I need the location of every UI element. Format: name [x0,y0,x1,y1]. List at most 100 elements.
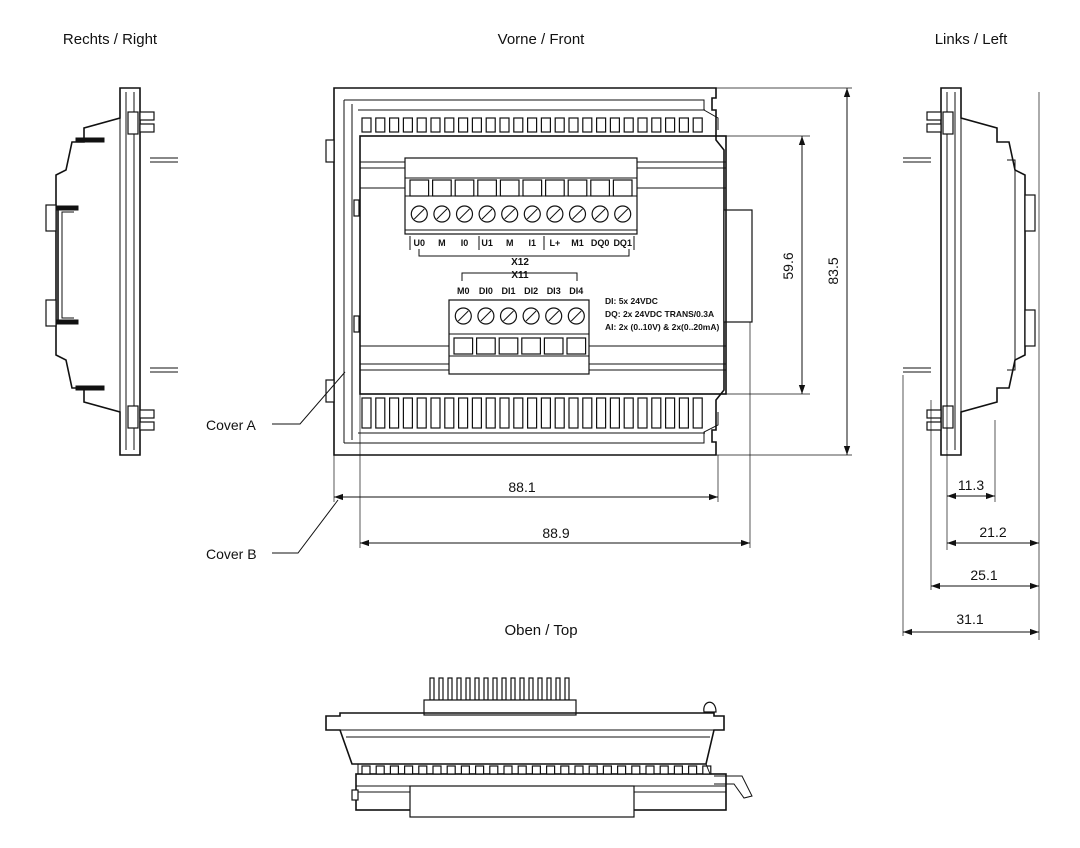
connector-x11-label: X11 [511,270,529,281]
terminal-label: M [438,238,446,248]
vent-slot-top [651,117,662,133]
terminal-clamp [566,337,587,355]
view-title-front: Vorne / Front [498,31,586,48]
vent-slot-bottom [568,397,579,429]
vent-slot [588,765,598,775]
screw-slot [436,208,448,220]
vent-slot [673,765,684,775]
front-view-dimensions: 83.5 59.6 88.1 88.9 [333,87,852,548]
terminal-pin [474,677,480,701]
terminal-pin [546,677,552,701]
terminal-clamp [567,179,588,197]
terminal-pin [564,677,570,701]
terminal-clamp [522,179,543,197]
dim-width-outer: 88.1 [508,479,535,495]
vent-slot [517,765,527,775]
vent-slot [418,765,428,775]
terminal-clamp [477,179,497,197]
vent-slot-bottom [664,397,676,429]
vent-slot-bottom [513,397,524,429]
terminal-clamp [544,179,565,197]
screw-slot [457,310,469,322]
view-title-right: Rechts / Right [63,31,158,48]
vent-slot-bottom [609,397,621,429]
top-view [325,677,753,818]
screw-slot [503,310,514,322]
vent-slot [375,765,385,775]
vent-slot [531,765,542,775]
vent-slot-bottom [692,397,703,429]
vent-slot-bottom [485,397,496,429]
terminal-clamp [521,337,541,355]
screw-slot [572,208,583,220]
terminal-pin [465,677,471,701]
vent-slot [602,765,613,775]
vent-slot-top [664,117,676,133]
vent-slot [574,765,584,775]
screw-slot [504,208,516,220]
vent-slot [560,765,570,775]
terminal-label: U1 [481,238,493,248]
vent-slot [545,765,556,775]
dim-height-outer: 83.5 [825,257,841,284]
terminal-label: M0 [457,286,470,296]
vent-slot-top [678,117,690,133]
vent-slot-top [485,117,496,133]
vent-slot-top [568,117,579,133]
screw-slot [413,208,425,220]
screw-slot [617,208,629,220]
vent-slot [389,765,399,775]
vent-slot [446,765,456,775]
terminal-clamp [453,337,474,355]
vent-slot [645,765,655,775]
terminal-pin [555,677,561,701]
vent-slot [404,765,414,775]
vent-slot [687,765,698,775]
connector-x12-label: X12 [511,257,529,268]
vent-slot-bottom [678,397,690,429]
vent-slot-bottom [375,397,386,429]
vent-slot-top [582,117,593,133]
vent-slot-top [430,117,441,133]
vent-slot-bottom [651,397,662,429]
terminal-label: U0 [414,238,426,248]
vent-slot-bottom [444,397,455,429]
terminal-label: DI3 [547,286,561,296]
vent-slot-bottom [389,397,400,429]
terminal-pin [537,677,543,701]
vent-slot-bottom [582,397,593,429]
vent-slot [659,765,669,775]
screw-slot [570,310,582,322]
vent-slot [503,765,513,775]
terminal-label: DI2 [524,286,538,296]
terminal-label: I0 [461,238,469,248]
vent-slot-bottom [526,397,538,429]
terminal-label: DI4 [569,286,583,296]
callout-cover-a: Cover A [206,417,256,433]
vent-slot-bottom [595,397,607,429]
terminal-label: L+ [550,238,561,248]
terminal-pin [501,677,507,701]
vent-slot [489,765,499,775]
terminal-pin [483,677,489,701]
vent-slot-bottom [361,397,372,429]
vent-slot [475,765,485,775]
terminal-pin [519,677,525,701]
terminal-label: M1 [571,238,584,248]
screw-slot [525,310,537,322]
terminal-clamp [612,179,633,197]
terminal-pin [528,677,534,701]
spec-dq: DQ: 2x 24VDC TRANS/0.3A [605,309,714,319]
dim-depth-1: 11.3 [958,477,984,493]
vent-slot [616,765,627,775]
terminal-label: DI1 [501,286,515,296]
terminal-clamp [543,337,564,355]
vent-slot-top [554,117,565,133]
terminal-label: I1 [529,238,537,248]
vent-slot-bottom [416,397,427,429]
vent-slot-top [444,117,455,133]
screw-slot [548,310,560,322]
vent-slot-bottom [402,397,413,429]
view-title-top: Oben / Top [504,622,577,639]
